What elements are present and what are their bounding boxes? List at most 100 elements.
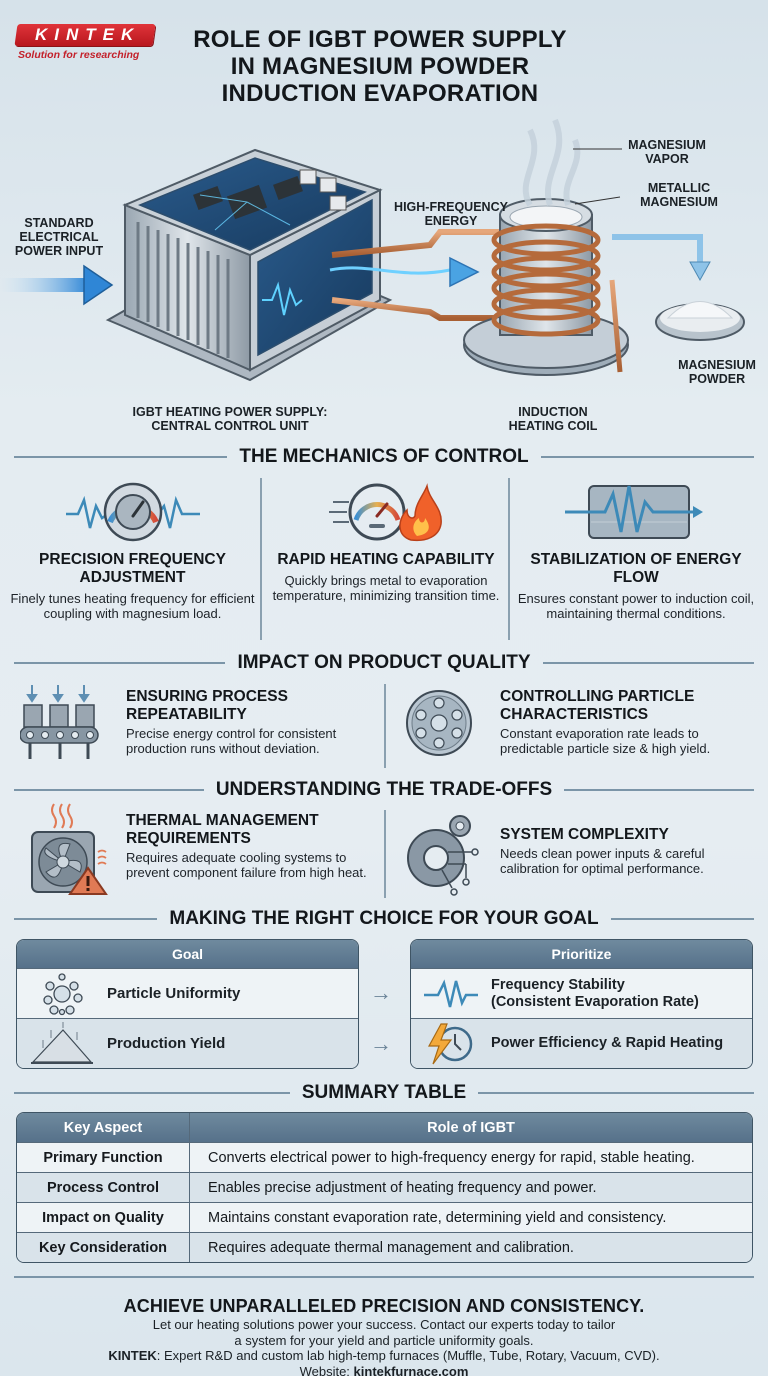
label-hf-energy: HIGH-FREQUENCY ENERGY (394, 200, 508, 228)
arrow-right-icon: → (370, 1031, 392, 1056)
footer-cta-line1: Let our heating solutions power your suc… (152, 1317, 616, 1332)
goal-row: Production Yield (17, 1018, 358, 1068)
section-heading-quality: IMPACT ON PRODUCT QUALITY (14, 652, 754, 674)
power-input-arrow-icon (0, 264, 114, 306)
quality-title: CONTROLLING PARTICLE CHARACTERISTICS (500, 688, 695, 723)
divider (14, 662, 226, 664)
mechanic-text: Quickly brings metal to evaporation temp… (272, 573, 500, 603)
column-header: Role of IGBT (427, 1119, 515, 1136)
label-metallic-magnesium: METALLIC MAGNESIUM (640, 181, 718, 209)
goal-header: Goal (17, 940, 358, 968)
website-link[interactable]: kintekfurnace.com (353, 1363, 469, 1376)
table-row: Key Consideration Requires adequate ther… (17, 1232, 752, 1262)
prioritize-row: Frequency Stability (Consistent Evaporat… (411, 968, 752, 1018)
footer-website-line: Website: kintekfurnace.com (0, 1364, 768, 1376)
mechanic-text: Ensures constant power to induction coil… (517, 591, 755, 621)
quality-item-repeatability: ENSURING PROCESS REPEATABILITY Precise e… (126, 688, 381, 756)
table-cell-role: Requires adequate thermal management and… (208, 1239, 574, 1256)
table-cell-aspect: Process Control (17, 1173, 190, 1202)
column-divider (508, 478, 510, 640)
priority-line1: Frequency Stability (491, 976, 625, 993)
divider (478, 1092, 754, 1094)
tradeoff-text: Requires adequate cooling systems to pre… (126, 850, 367, 880)
igbt-power-supply-unit-icon (105, 148, 393, 382)
goal-label: Particle Uniformity (107, 985, 241, 1002)
footer-headline: ACHIEVE UNPARALLELED PRECISION AND CONSI… (123, 1296, 645, 1316)
magnesium-powder-dish-icon (655, 301, 745, 341)
column-divider (384, 684, 386, 768)
prioritize-row: Power Efficiency & Rapid Heating (411, 1018, 752, 1068)
tradeoff-title: SYSTEM COMPLEXITY (500, 826, 669, 843)
arrow-right-icon: → (370, 980, 392, 1005)
title-line-3: INDUCTION EVAPORATION (221, 80, 539, 107)
table-row: Process Control Enables precise adjustme… (17, 1172, 752, 1202)
logo-badge: KINTEK (14, 24, 156, 46)
column-header: Key Aspect (17, 1113, 190, 1142)
table-header-row: Key Aspect Role of IGBT (17, 1113, 752, 1142)
section-title: SUMMARY TABLE (301, 1082, 467, 1103)
section-title: MAKING THE RIGHT CHOICE FOR YOUR GOAL (169, 908, 599, 929)
table-cell-aspect: Impact on Quality (17, 1203, 190, 1232)
particles-icon (43, 972, 83, 1015)
process-diagram-illustration (0, 118, 745, 382)
priority-line2: (Consistent Evaporation Rate) (491, 993, 699, 1010)
divider (564, 789, 755, 791)
quality-title: ENSURING PROCESS REPEATABILITY (126, 688, 288, 723)
website-label: Website: (299, 1363, 354, 1376)
divider (14, 789, 204, 791)
tradeoff-item-thermal: THERMAL MANAGEMENT REQUIREMENTS Requires… (126, 812, 381, 880)
mechanic-item-rapid-heating: RAPID HEATING CAPABILITY Quickly brings … (266, 476, 506, 603)
quality-item-particles: CONTROLLING PARTICLE CHARACTERISTICS Con… (500, 688, 762, 756)
prioritize-table: Prioritize Frequency Stability (Consiste… (410, 939, 753, 1069)
goal-table: Goal Particle Uniformity Production Yiel… (16, 939, 359, 1069)
goal-row: Particle Uniformity (17, 968, 358, 1018)
conveyor-icon (20, 685, 99, 759)
title-line-1: ROLE OF IGBT POWER SUPPLY (193, 26, 567, 53)
label-igbt-unit: IGBT HEATING POWER SUPPLY: CENTRAL CONTR… (132, 405, 328, 433)
section-title: THE MECHANICS OF CONTROL (239, 446, 529, 467)
footer-brand-line: KINTEK: Expert R&D and custom lab high-t… (0, 1348, 768, 1364)
mechanic-title: RAPID HEATING CAPABILITY (277, 551, 495, 568)
particles-dish-icon (406, 690, 472, 756)
mechanic-title: STABILIZATION OF ENERGY FLOW (530, 551, 742, 586)
column-divider (384, 810, 386, 898)
mechanic-item-frequency: PRECISION FREQUENCY ADJUSTMENT Finely tu… (10, 476, 255, 621)
label-magnesium-vapor: MAGNESIUM VAPOR (628, 138, 706, 166)
column-divider (260, 478, 262, 640)
logo-tagline: Solution for researching (18, 49, 140, 61)
mechanic-item-stabilization: STABILIZATION OF ENERGY FLOW Ensures con… (514, 476, 758, 621)
tradeoff-title: THERMAL MANAGEMENT REQUIREMENTS (126, 812, 319, 847)
section-heading-mechanics: THE MECHANICS OF CONTROL (14, 446, 754, 468)
waveform-icon (424, 978, 478, 1007)
divider (542, 662, 754, 664)
summary-table: Key Aspect Role of IGBT Primary Function… (16, 1112, 753, 1263)
priority-line1: Power Efficiency & Rapid Heating (491, 1035, 724, 1051)
divider (14, 918, 158, 920)
high-frequency-energy-arrow-icon (329, 229, 500, 321)
magnesium-vapor-icon (522, 118, 581, 207)
table-cell-role: Enables precise adjustment of heating fr… (208, 1179, 597, 1196)
table-row: Primary Function Converts electrical pow… (17, 1142, 752, 1172)
label-power-input: STANDARD ELECTRICAL POWER INPUT (14, 216, 104, 258)
prioritize-header: Prioritize (411, 940, 752, 968)
mechanic-text: Finely tunes heating frequency for effic… (10, 591, 255, 621)
divider (14, 456, 228, 458)
powder-pile-icon (31, 1021, 93, 1064)
quality-text: Constant evaporation rate leads to predi… (500, 726, 711, 756)
footer-brand-desc: : Expert R&D and custom lab high-temp fu… (156, 1348, 660, 1363)
section-heading-tradeoffs: UNDERSTANDING THE TRADE-OFFS (14, 779, 755, 801)
divider (540, 456, 754, 458)
table-cell-aspect: Primary Function (17, 1143, 190, 1172)
footer-brand: KINTEK (108, 1348, 157, 1363)
speedometer-flame-icon (329, 483, 442, 542)
mechanic-title: PRECISION FREQUENCY ADJUSTMENT (39, 551, 226, 586)
kintek-logo: KINTEK Solution for researching (14, 24, 158, 61)
output-arrow-icon (612, 234, 711, 282)
footer-divider (14, 1276, 754, 1278)
tradeoff-item-complexity: SYSTEM COMPLEXITY Needs clean power inpu… (500, 826, 762, 876)
label-induction-coil: INDUCTION HEATING COIL (508, 405, 598, 433)
table-cell-role: Converts electrical power to high-freque… (208, 1149, 695, 1166)
title-line-2: IN MAGNESIUM POWDER (230, 53, 530, 80)
logo-text: KINTEK (35, 25, 141, 44)
fan-warning-icon (31, 803, 108, 895)
